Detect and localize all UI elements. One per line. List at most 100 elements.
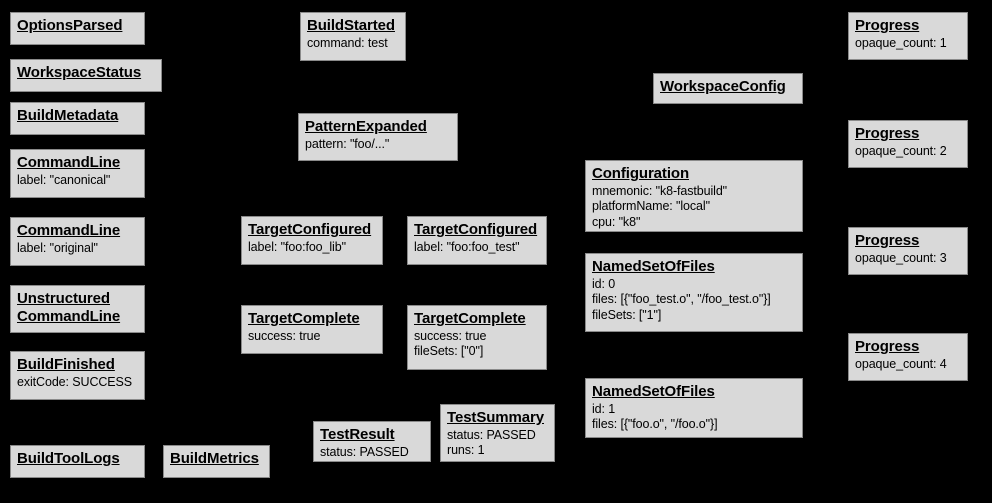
node-title-line: Configuration bbox=[592, 165, 690, 182]
graph-node-build-tool-logs[interactable]: BuildToolLogs bbox=[10, 445, 145, 478]
node-title-line: TestResult bbox=[320, 426, 395, 443]
node-title-line: NamedSetOfFiles bbox=[592, 258, 715, 275]
node-field: label: "foo:foo_test" bbox=[414, 239, 520, 254]
node-title: TargetConfigured bbox=[414, 221, 540, 239]
node-title-line: WorkspaceStatus bbox=[17, 64, 142, 81]
node-field: success: true bbox=[248, 328, 321, 343]
node-field: success: true bbox=[414, 328, 487, 343]
node-title: NamedSetOfFiles bbox=[592, 258, 796, 276]
node-title: WorkspaceConfig bbox=[660, 78, 796, 96]
node-title-line: TargetConfigured bbox=[414, 221, 538, 238]
node-title: TargetConfigured bbox=[248, 221, 376, 239]
node-field: files: [{"foo_test.o", "/foo_test.o"}] bbox=[592, 292, 771, 307]
node-title-line: WorkspaceConfig bbox=[660, 78, 786, 95]
node-field: opaque_count: 4 bbox=[855, 356, 947, 371]
node-title: TargetComplete bbox=[414, 310, 540, 328]
node-title-line: TargetComplete bbox=[414, 310, 526, 327]
node-title-line: CommandLine bbox=[17, 154, 121, 171]
node-title: WorkspaceStatus bbox=[17, 64, 155, 82]
node-title: TestResult bbox=[320, 426, 424, 444]
node-title: Progress bbox=[855, 338, 961, 356]
node-field: label: "canonical" bbox=[17, 172, 111, 187]
node-title: BuildToolLogs bbox=[17, 450, 138, 468]
node-title-line: Progress bbox=[855, 232, 920, 249]
graph-node-workspace-config[interactable]: WorkspaceConfig bbox=[653, 73, 803, 104]
node-title-line: TargetComplete bbox=[248, 310, 360, 327]
node-field: opaque_count: 3 bbox=[855, 250, 947, 265]
node-field: command: test bbox=[307, 35, 388, 50]
node-title: CommandLine bbox=[17, 154, 138, 172]
node-field: files: [{"foo.o", "/foo.o"}] bbox=[592, 417, 718, 432]
node-field: opaque_count: 1 bbox=[855, 35, 947, 50]
node-title: BuildFinished bbox=[17, 356, 138, 374]
node-title: Progress bbox=[855, 232, 961, 250]
node-field: status: PASSED bbox=[447, 427, 536, 442]
node-field: fileSets: ["1"] bbox=[592, 308, 662, 323]
node-field: label: "foo:foo_lib" bbox=[248, 239, 346, 254]
node-field: pattern: "foo/..." bbox=[305, 136, 390, 151]
node-title-line: OptionsParsed bbox=[17, 17, 123, 34]
node-field: id: 1 bbox=[592, 401, 616, 416]
node-field: opaque_count: 2 bbox=[855, 143, 947, 158]
node-title-line: BuildMetadata bbox=[17, 107, 119, 124]
node-title: BuildMetrics bbox=[170, 450, 263, 468]
node-title-line: BuildFinished bbox=[17, 356, 115, 373]
node-title-line: Progress bbox=[855, 17, 920, 34]
node-title-line: PatternExpanded bbox=[305, 118, 427, 135]
node-field: exitCode: SUCCESS bbox=[17, 374, 133, 389]
graph-node-workspace-status[interactable]: WorkspaceStatus bbox=[10, 59, 162, 92]
node-field: fileSets: ["0"] bbox=[414, 344, 484, 359]
node-title: Configuration bbox=[592, 165, 796, 183]
node-title: PatternExpanded bbox=[305, 118, 451, 136]
node-title: CommandLine bbox=[17, 222, 138, 240]
node-title: OptionsParsed bbox=[17, 17, 138, 35]
node-title: BuildStarted bbox=[307, 17, 399, 35]
node-title: NamedSetOfFiles bbox=[592, 383, 796, 401]
node-title-line: BuildMetrics bbox=[170, 450, 259, 467]
node-title-line: TestSummary bbox=[447, 409, 544, 426]
graph-node-options-parsed[interactable]: OptionsParsed bbox=[10, 12, 145, 45]
graph-node-build-metadata[interactable]: BuildMetadata bbox=[10, 102, 145, 135]
node-title: TargetComplete bbox=[248, 310, 376, 328]
node-title-line: CommandLine bbox=[17, 222, 121, 239]
node-field: platformName: "local" bbox=[592, 199, 710, 214]
node-title: TestSummary bbox=[447, 409, 548, 427]
node-title-line: TargetConfigured bbox=[248, 221, 372, 238]
node-title: Progress bbox=[855, 125, 961, 143]
node-title-line: NamedSetOfFiles bbox=[592, 383, 715, 400]
node-field: id: 0 bbox=[592, 276, 616, 291]
node-title-line: CommandLine bbox=[17, 307, 121, 325]
node-title: Progress bbox=[855, 17, 961, 35]
graph-node-build-metrics[interactable]: BuildMetrics bbox=[163, 445, 270, 478]
node-field: runs: 1 bbox=[447, 443, 485, 458]
node-title-line: BuildToolLogs bbox=[17, 450, 120, 467]
node-title: BuildMetadata bbox=[17, 107, 138, 125]
node-field: cpu: "k8" bbox=[592, 215, 641, 230]
node-field: mnemonic: "k8-fastbuild" bbox=[592, 183, 728, 198]
node-title-line: Unstructured bbox=[17, 290, 110, 307]
node-field: status: PASSED bbox=[320, 444, 409, 459]
node-title-line: BuildStarted bbox=[307, 17, 395, 34]
node-title-line: Progress bbox=[855, 125, 920, 142]
